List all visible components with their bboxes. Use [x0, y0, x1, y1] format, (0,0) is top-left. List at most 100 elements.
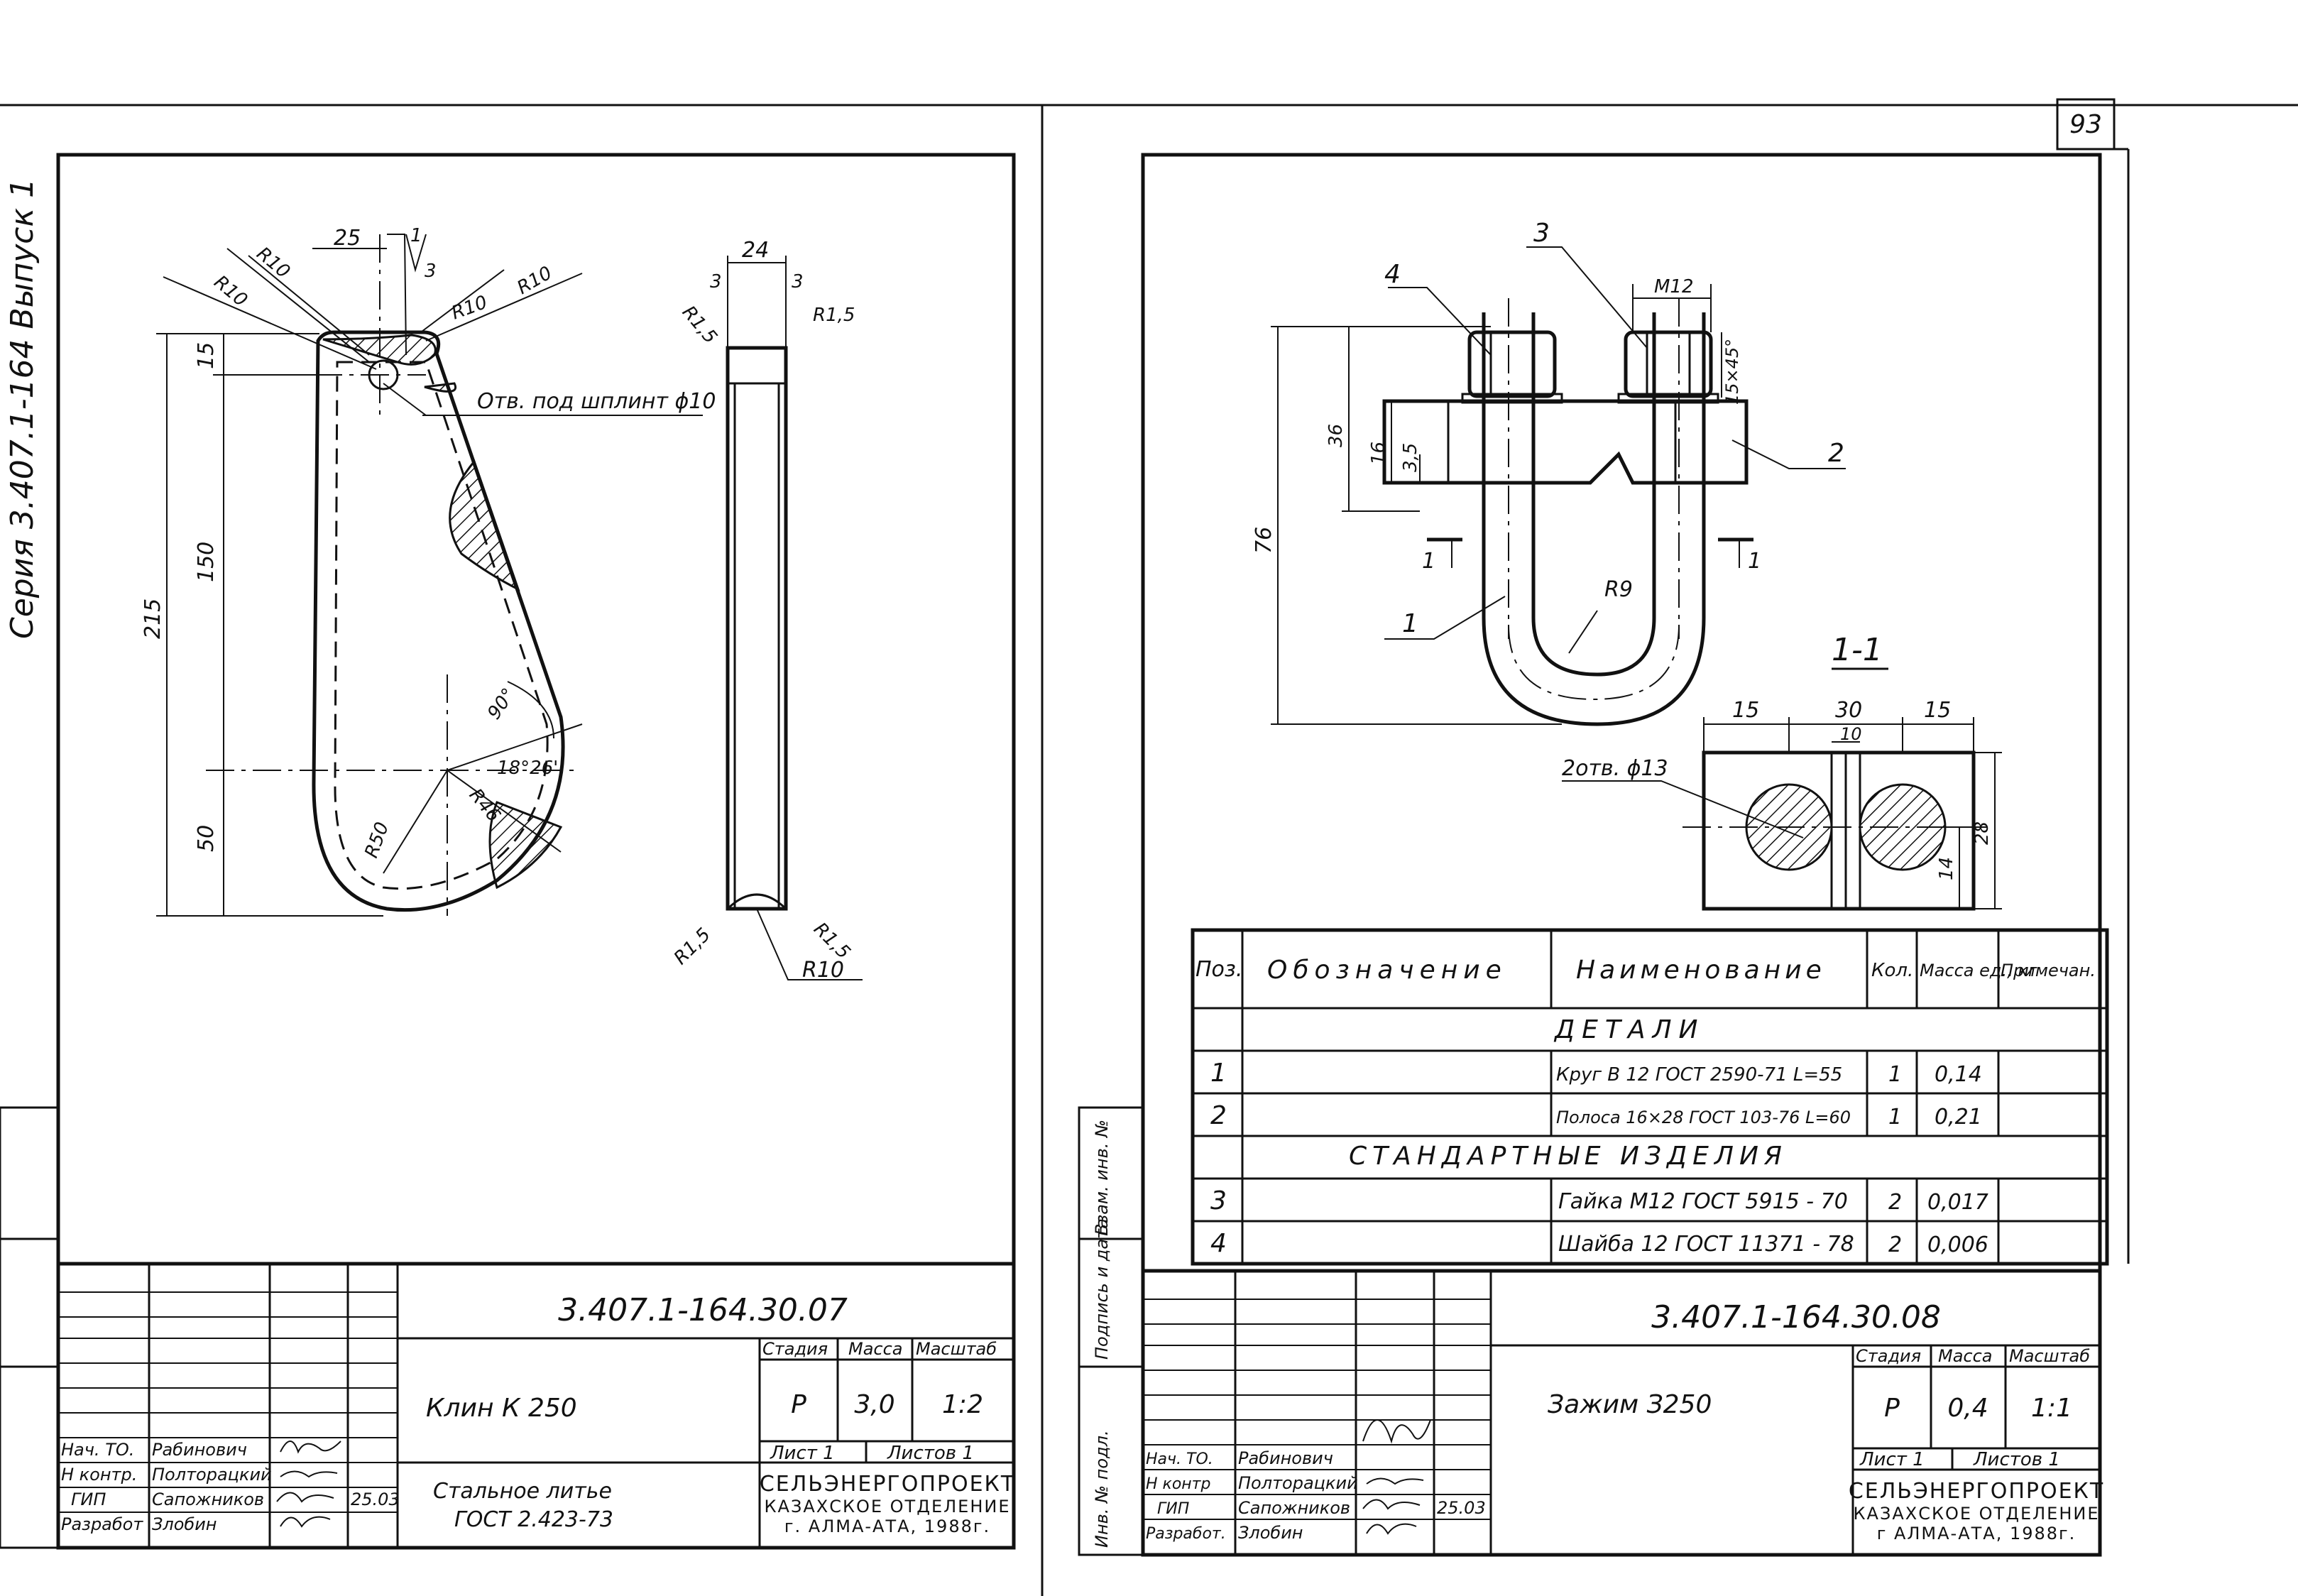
side-stamp-inv: Инв. № подл.: [1092, 1430, 1112, 1548]
spec-row-1-pos: 1: [1210, 1059, 1227, 1088]
left-scale-label: Масштаб: [916, 1339, 997, 1359]
spec-row-1-name: Круг В 12 ГОСТ 2590-71 L=55: [1556, 1064, 1842, 1086]
spec-row-4-pos: 4: [1210, 1229, 1227, 1258]
washer-right: [1617, 393, 1719, 404]
right-scale: 1:1: [2031, 1394, 2072, 1423]
left-mass-label: Масса: [848, 1339, 903, 1359]
left-stage-label: Стадия: [762, 1339, 828, 1359]
left-sheets-label: Листов 1: [887, 1443, 974, 1464]
clamp-drawing: M12 36 16 3,5 76 15×45° R9 4 3 2 1 1 1: [1252, 219, 1846, 726]
label-r15-a: R1,5: [678, 302, 721, 348]
hole-note: Отв. под шплинт ϕ10: [477, 389, 716, 414]
label-18deg: 18°26': [497, 758, 558, 779]
left-material-1: Стальное литье: [433, 1479, 612, 1504]
left-material-2: ГОСТ 2.423-73: [454, 1507, 613, 1532]
right-scale-label: Масштаб: [2009, 1346, 2090, 1366]
right-doc-code: 3.407.1-164.30.08: [1651, 1299, 1941, 1335]
label-r15-c: R1,5: [670, 924, 715, 969]
label-r10-e: R10: [802, 958, 844, 983]
spec-row-2-name: Полоса 16×28 ГОСТ 103-76 L=60: [1556, 1108, 1851, 1127]
right-signer-role-1: Нач. ТО.: [1146, 1450, 1213, 1468]
u-bolt-inner: [1531, 312, 1656, 677]
nut-right: [1624, 330, 1713, 398]
label-r10-c: R10: [449, 292, 490, 324]
dim-76: 76: [1252, 527, 1276, 554]
pos-4: 4: [1384, 260, 1401, 289]
spec-row-4-mass: 0,006: [1927, 1232, 1988, 1257]
right-signer-role-3: ГИП: [1157, 1500, 1189, 1518]
left-org-3: г. АЛМА-АТА, 1988г.: [784, 1516, 990, 1536]
right-title-block: 3.407.1-164.30.08 Зажим З250 Стадия Масс…: [1141, 1269, 2104, 1557]
spec-row-1-mass: 0,14: [1935, 1062, 1982, 1087]
right-signer-name-3: Сапожников: [1238, 1498, 1350, 1518]
left-signer-name-1: Рабинович: [152, 1440, 247, 1460]
section-1-1: 1-1 15 30 15 10 28 14: [1562, 632, 2002, 911]
spec-header-name: Наименование: [1576, 956, 1826, 985]
right-org-1: СЕЛЬЭНЕРГОПРОЕКТ: [1849, 1479, 2104, 1504]
signature-4: [280, 1516, 331, 1528]
dim-150: 150: [194, 542, 219, 582]
spec-row-3-pos: 3: [1210, 1186, 1227, 1215]
dim-25: 25: [334, 226, 361, 251]
spec-table: Поз. Обозначение Наименование Кол. Масса…: [1191, 928, 2109, 1266]
section-mark-right: 1: [1748, 549, 1761, 574]
left-part-name: Клин К 250: [426, 1394, 577, 1423]
spec-header-mass: Масса ед., кг: [1920, 961, 2037, 980]
spec-header-pos: Поз.: [1195, 957, 1242, 982]
left-org-2: КАЗАХСКОЕ ОТДЕЛЕНИЕ: [764, 1497, 1010, 1516]
right-sheet-label: Лист 1: [1859, 1449, 1925, 1470]
side-stamp-sign: Подпись и дата: [1092, 1218, 1112, 1360]
left-sheet-label: Лист 1: [770, 1443, 835, 1464]
right-stage: Р: [1884, 1394, 1900, 1423]
left-signer-role-4: Разработ: [61, 1514, 143, 1534]
section-title: 1-1: [1832, 632, 1883, 668]
label-3-b: 3: [710, 271, 722, 293]
label-r15-b: R1,5: [813, 305, 855, 326]
page-number-box: [2056, 98, 2116, 151]
right-sheet: Инв. № подл. Подпись и дата Взам. инв. №: [1078, 148, 2130, 1557]
spec-row-1-qty: 1: [1888, 1062, 1902, 1087]
dim-24: 24: [742, 238, 769, 263]
left-signer-name-4: Злобин: [152, 1514, 217, 1534]
right-signer-name-2: Полторацкий: [1238, 1473, 1358, 1493]
signature-2: [280, 1470, 338, 1478]
left-signer-role-3: ГИП: [71, 1490, 106, 1509]
label-90deg: 90°: [483, 684, 520, 723]
label-r10-a: R10: [210, 271, 251, 311]
signature-8: [1366, 1523, 1417, 1535]
dim-14: 14: [1936, 857, 1957, 880]
series-label: Серия 3.407.1-164 Выпуск 1: [4, 178, 40, 639]
signature-6: [1366, 1477, 1424, 1485]
right-signer-name-1: Рабинович: [1238, 1448, 1333, 1468]
dim-15-a: 15: [1732, 698, 1759, 723]
label-1: 1: [410, 225, 422, 246]
left-sheet: 25 15 150 215 50 R10 R10 R10 R10 1 3 R50…: [0, 153, 1016, 1550]
dim-28: 28: [1971, 821, 1993, 845]
label-3-c: 3: [792, 271, 804, 293]
spec-row-3-mass: 0,017: [1927, 1190, 1988, 1215]
label-r9: R9: [1604, 577, 1633, 602]
label-r10-b: R10: [253, 243, 294, 283]
right-org-3: г АЛМА-АТА, 1988г.: [1877, 1524, 2077, 1543]
section-plate: [1702, 750, 1976, 911]
left-mass: 3,0: [854, 1390, 894, 1419]
label-r15-d: R1,5: [809, 919, 854, 963]
dim-30: 30: [1835, 698, 1862, 723]
right-signer-role-2: Н контр: [1146, 1475, 1210, 1493]
spec-row-2-pos: 2: [1210, 1101, 1227, 1130]
left-side-stamp: [0, 1106, 60, 1549]
left-signer-role-2: Н контр.: [61, 1465, 137, 1485]
left-title-block: 3.407.1-164.30.07 Клин К 250 Стальное ли…: [56, 1262, 1016, 1550]
spec-section-details: ДЕТАЛИ: [1553, 1015, 1705, 1044]
spec-row-4-name: Шайба 12 ГОСТ 11371 - 78: [1558, 1232, 1854, 1257]
signature-3: [276, 1492, 334, 1503]
dim-16: 16: [1368, 442, 1389, 465]
right-stage-label: Стадия: [1856, 1346, 1921, 1366]
pos-3: 3: [1533, 219, 1550, 248]
signature-7: [1362, 1499, 1421, 1510]
label-3: 3: [425, 261, 437, 282]
right-signer-role-4: Разработ.: [1146, 1525, 1226, 1543]
dim-215: 215: [141, 598, 165, 639]
dim-10: 10: [1840, 724, 1862, 744]
